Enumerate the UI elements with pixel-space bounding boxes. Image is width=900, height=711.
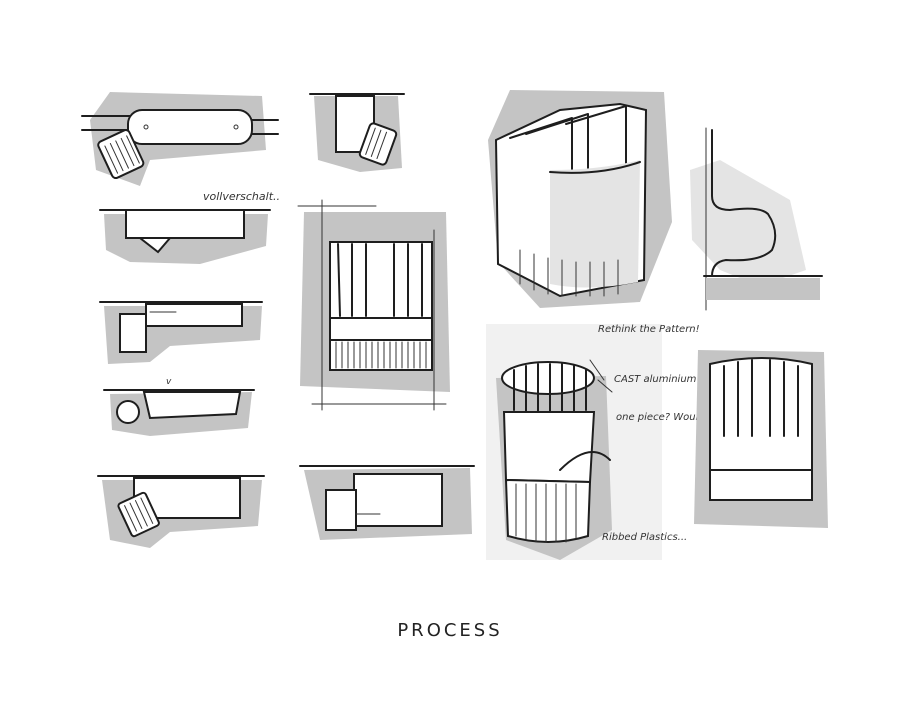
- sketch-wall-light-with-spot: [81, 92, 279, 186]
- annotation-one-piece: one piece? Would be nice..: [616, 412, 751, 423]
- sketch-side-profile-d: [97, 475, 265, 548]
- annotation-vollverschalt: vollverschalt..: [203, 190, 280, 203]
- sketch-cylinder-perspective: [486, 324, 662, 560]
- page-title: PROCESS: [397, 620, 503, 641]
- sketch-section-profile: [690, 127, 823, 311]
- annotation-ribbed-plastics: Ribbed Plastics...: [602, 532, 687, 543]
- sketch-side-profile-a: [99, 209, 271, 264]
- annotation-cast-aluminium: CAST aluminium: [614, 374, 697, 385]
- annotation-rethink-pattern: Rethink the Pattern!: [598, 324, 700, 335]
- sketch-ribbed-front-view: [297, 199, 450, 411]
- sketch-bracket-with-spot: [309, 93, 405, 172]
- sketch-side-profile-c: v: [103, 377, 255, 436]
- sketch-ribbed-front-view-final: [694, 350, 828, 528]
- sketch-perspective-fins: [488, 90, 672, 308]
- sketch-side-profile-b: [99, 301, 263, 364]
- svg-text:v: v: [166, 377, 172, 387]
- sketch-side-profile-e: [299, 465, 475, 540]
